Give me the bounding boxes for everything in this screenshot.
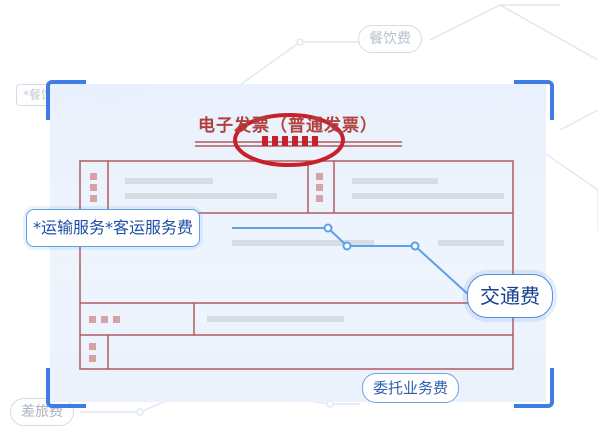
seal-stamp xyxy=(233,113,345,167)
category-callout: 交通费 xyxy=(467,274,553,318)
item-name-callout: *运输服务*客运服务费 xyxy=(26,209,201,247)
tag-travel: 差旅费 xyxy=(10,398,74,426)
tag-dining-faded: 餐饮费 xyxy=(358,25,422,53)
connector-line xyxy=(232,227,471,297)
scan-corner-bottom-left xyxy=(46,368,86,408)
invoice-table-border xyxy=(79,160,514,370)
scan-corner-bottom-right xyxy=(514,368,554,408)
seal-stamp-marks xyxy=(262,136,318,146)
scan-corner-top-left xyxy=(46,80,86,120)
invoice-title: 电子发票（普通发票） xyxy=(198,116,378,136)
scan-corner-top-right xyxy=(514,80,554,120)
placeholder-text-bars xyxy=(125,178,504,322)
connector-nodes xyxy=(323,223,420,251)
tag-entrusted: 委托业务费 xyxy=(362,373,460,403)
label-markers xyxy=(89,173,323,362)
